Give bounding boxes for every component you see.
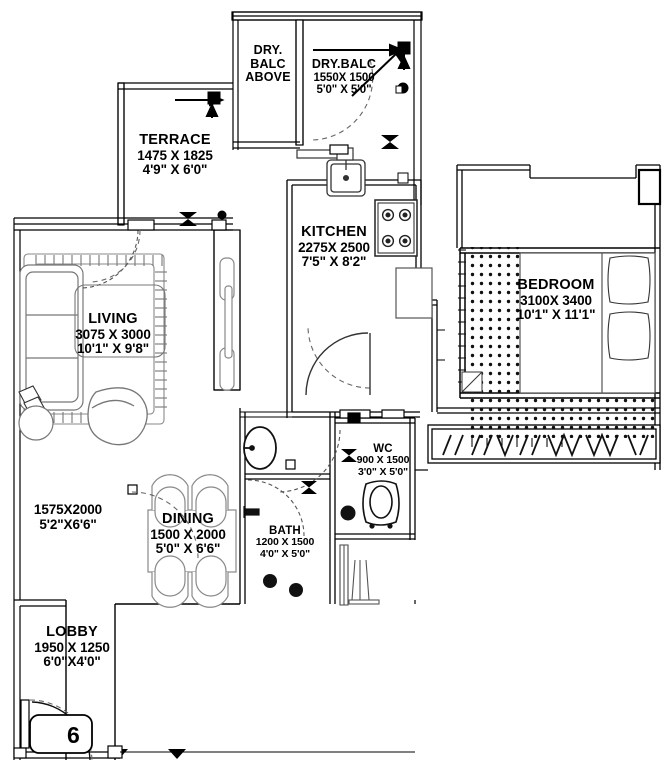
fixture-marker bbox=[207, 41, 411, 220]
room-name-line3: ABOVE bbox=[245, 70, 291, 84]
room-label-lobby: LOBBY 1950 X 1250 6'0"X4'0" bbox=[34, 624, 110, 670]
planter-band bbox=[442, 432, 649, 458]
room-dim-mm: 1475 X 1825 bbox=[137, 147, 213, 163]
wall-balcony-bottom bbox=[233, 141, 300, 149]
wc-toilet bbox=[362, 480, 400, 529]
kitchen-appliance bbox=[395, 267, 433, 319]
four-burner-hob bbox=[374, 199, 418, 257]
valve-symbol bbox=[110, 135, 399, 759]
room-dim-ft: 4'0" X 5'0" bbox=[259, 547, 311, 560]
wall-balcony-right bbox=[413, 12, 422, 205]
door-jamb bbox=[13, 144, 405, 759]
pillow bbox=[607, 255, 651, 361]
kitchen-sink bbox=[326, 159, 366, 197]
room-dim-mm: 1575X2000 bbox=[33, 502, 103, 517]
room-label-dining: DINING 1500 X 2000 5'0" X 6'6" bbox=[150, 511, 226, 557]
armchair bbox=[87, 387, 148, 446]
room-label-living: LIVING 3075 X 3000 10'1" X 9'8" bbox=[75, 311, 151, 357]
room-label-passage: 1575X2000 5'2"X6'6" bbox=[33, 502, 103, 532]
shower-head bbox=[243, 506, 260, 518]
living-rug-border bbox=[74, 284, 166, 358]
sofa-3-seat bbox=[19, 264, 84, 411]
room-label-wc: WC 900 X 1500 3'0" X 5'0" bbox=[357, 443, 410, 478]
room-dim-mm: 3100X 3400 bbox=[520, 292, 592, 308]
wall-terrace-bottom bbox=[14, 217, 233, 231]
room-name: BEDROOM bbox=[517, 277, 595, 293]
room-dim-ft: 5'2"X6'6" bbox=[39, 516, 97, 532]
room-name-line2: BALC bbox=[250, 56, 286, 71]
round-side-table bbox=[18, 405, 54, 441]
sliding-door-symbol bbox=[219, 257, 235, 391]
wash-basin bbox=[243, 426, 277, 470]
room-name: WC bbox=[373, 443, 393, 455]
room-name: TERRACE bbox=[139, 132, 211, 148]
room-dim-ft: 6'0"X4'0" bbox=[43, 654, 101, 670]
bedroom-door-swing bbox=[461, 371, 483, 393]
room-name: LOBBY bbox=[46, 624, 98, 640]
wall-lobby-left bbox=[13, 599, 66, 760]
wall-left-outer bbox=[13, 218, 21, 600]
room-dim-ft: 5'0" X 5'0" bbox=[316, 83, 372, 96]
room-dim-ft: 7'5" X 8'2" bbox=[301, 254, 367, 270]
room-label-bath: BATH 1200 X 1500 4'0" X 5'0" bbox=[255, 525, 315, 560]
room-label-dry-balc: DRY.BALC 1550X 1500 5'0" X 5'0" bbox=[311, 57, 377, 96]
wall-passage-right bbox=[114, 603, 240, 760]
room-dim-mm: 1950 X 1250 bbox=[34, 639, 110, 655]
bedroom-carpet bbox=[458, 247, 656, 447]
wall-top-balcony bbox=[231, 11, 423, 21]
room-label-bedroom: BEDROOM 3100X 3400 10'1" X 11'1" bbox=[516, 277, 596, 323]
room-name: DRY.BALC bbox=[311, 57, 377, 71]
room-label-terrace: TERRACE 1475 X 1825 4'9" X 6'0" bbox=[137, 132, 213, 178]
structure-misc bbox=[120, 329, 445, 753]
room-name: DINING bbox=[162, 511, 214, 527]
room-dim-mm: 1200 X 1500 bbox=[255, 536, 315, 549]
room-dim-mm: 2275X 2500 bbox=[298, 239, 370, 255]
unit-number: 6 bbox=[67, 722, 80, 748]
floor-drain bbox=[263, 505, 356, 597]
room-dim-ft: 10'1" X 11'1" bbox=[516, 307, 596, 323]
room-name: KITCHEN bbox=[301, 224, 367, 240]
room-dim-mm: 3075 X 3000 bbox=[75, 326, 151, 342]
room-label-kitchen: KITCHEN 2275X 2500 7'5" X 8'2" bbox=[298, 224, 370, 270]
unit-number-badge bbox=[29, 714, 93, 754]
wall-balcony-left bbox=[232, 12, 239, 150]
wall-bottom-right bbox=[414, 469, 428, 604]
dining-chairs bbox=[147, 474, 237, 608]
room-dim-ft: 5'0" X 6'6" bbox=[155, 541, 221, 557]
room-dim-mm: 1500 X 2000 bbox=[150, 526, 226, 542]
room-dim-ft: 3'0" X 5'0" bbox=[357, 465, 409, 478]
wall-right-outer bbox=[456, 164, 660, 248]
room-label-dry-balc-above: DRY. BALC ABOVE bbox=[245, 43, 291, 85]
room-name: BATH bbox=[269, 525, 301, 537]
room-dim-mm: 900 X 1500 bbox=[356, 454, 410, 467]
wall-right-column bbox=[637, 168, 662, 206]
room-dim-ft: 4'9" X 6'0" bbox=[142, 162, 208, 178]
room-dim-ft: 10'1" X 9'8" bbox=[76, 341, 150, 357]
wall-balcony-divider bbox=[295, 19, 304, 146]
room-name: LIVING bbox=[88, 311, 138, 327]
wall-terrace bbox=[117, 82, 233, 226]
room-dim-mm: 1550X 1500 bbox=[313, 71, 375, 84]
living-kitchen-door bbox=[305, 332, 371, 396]
room-name: DRY. bbox=[253, 43, 283, 57]
window-symbol bbox=[339, 544, 380, 606]
